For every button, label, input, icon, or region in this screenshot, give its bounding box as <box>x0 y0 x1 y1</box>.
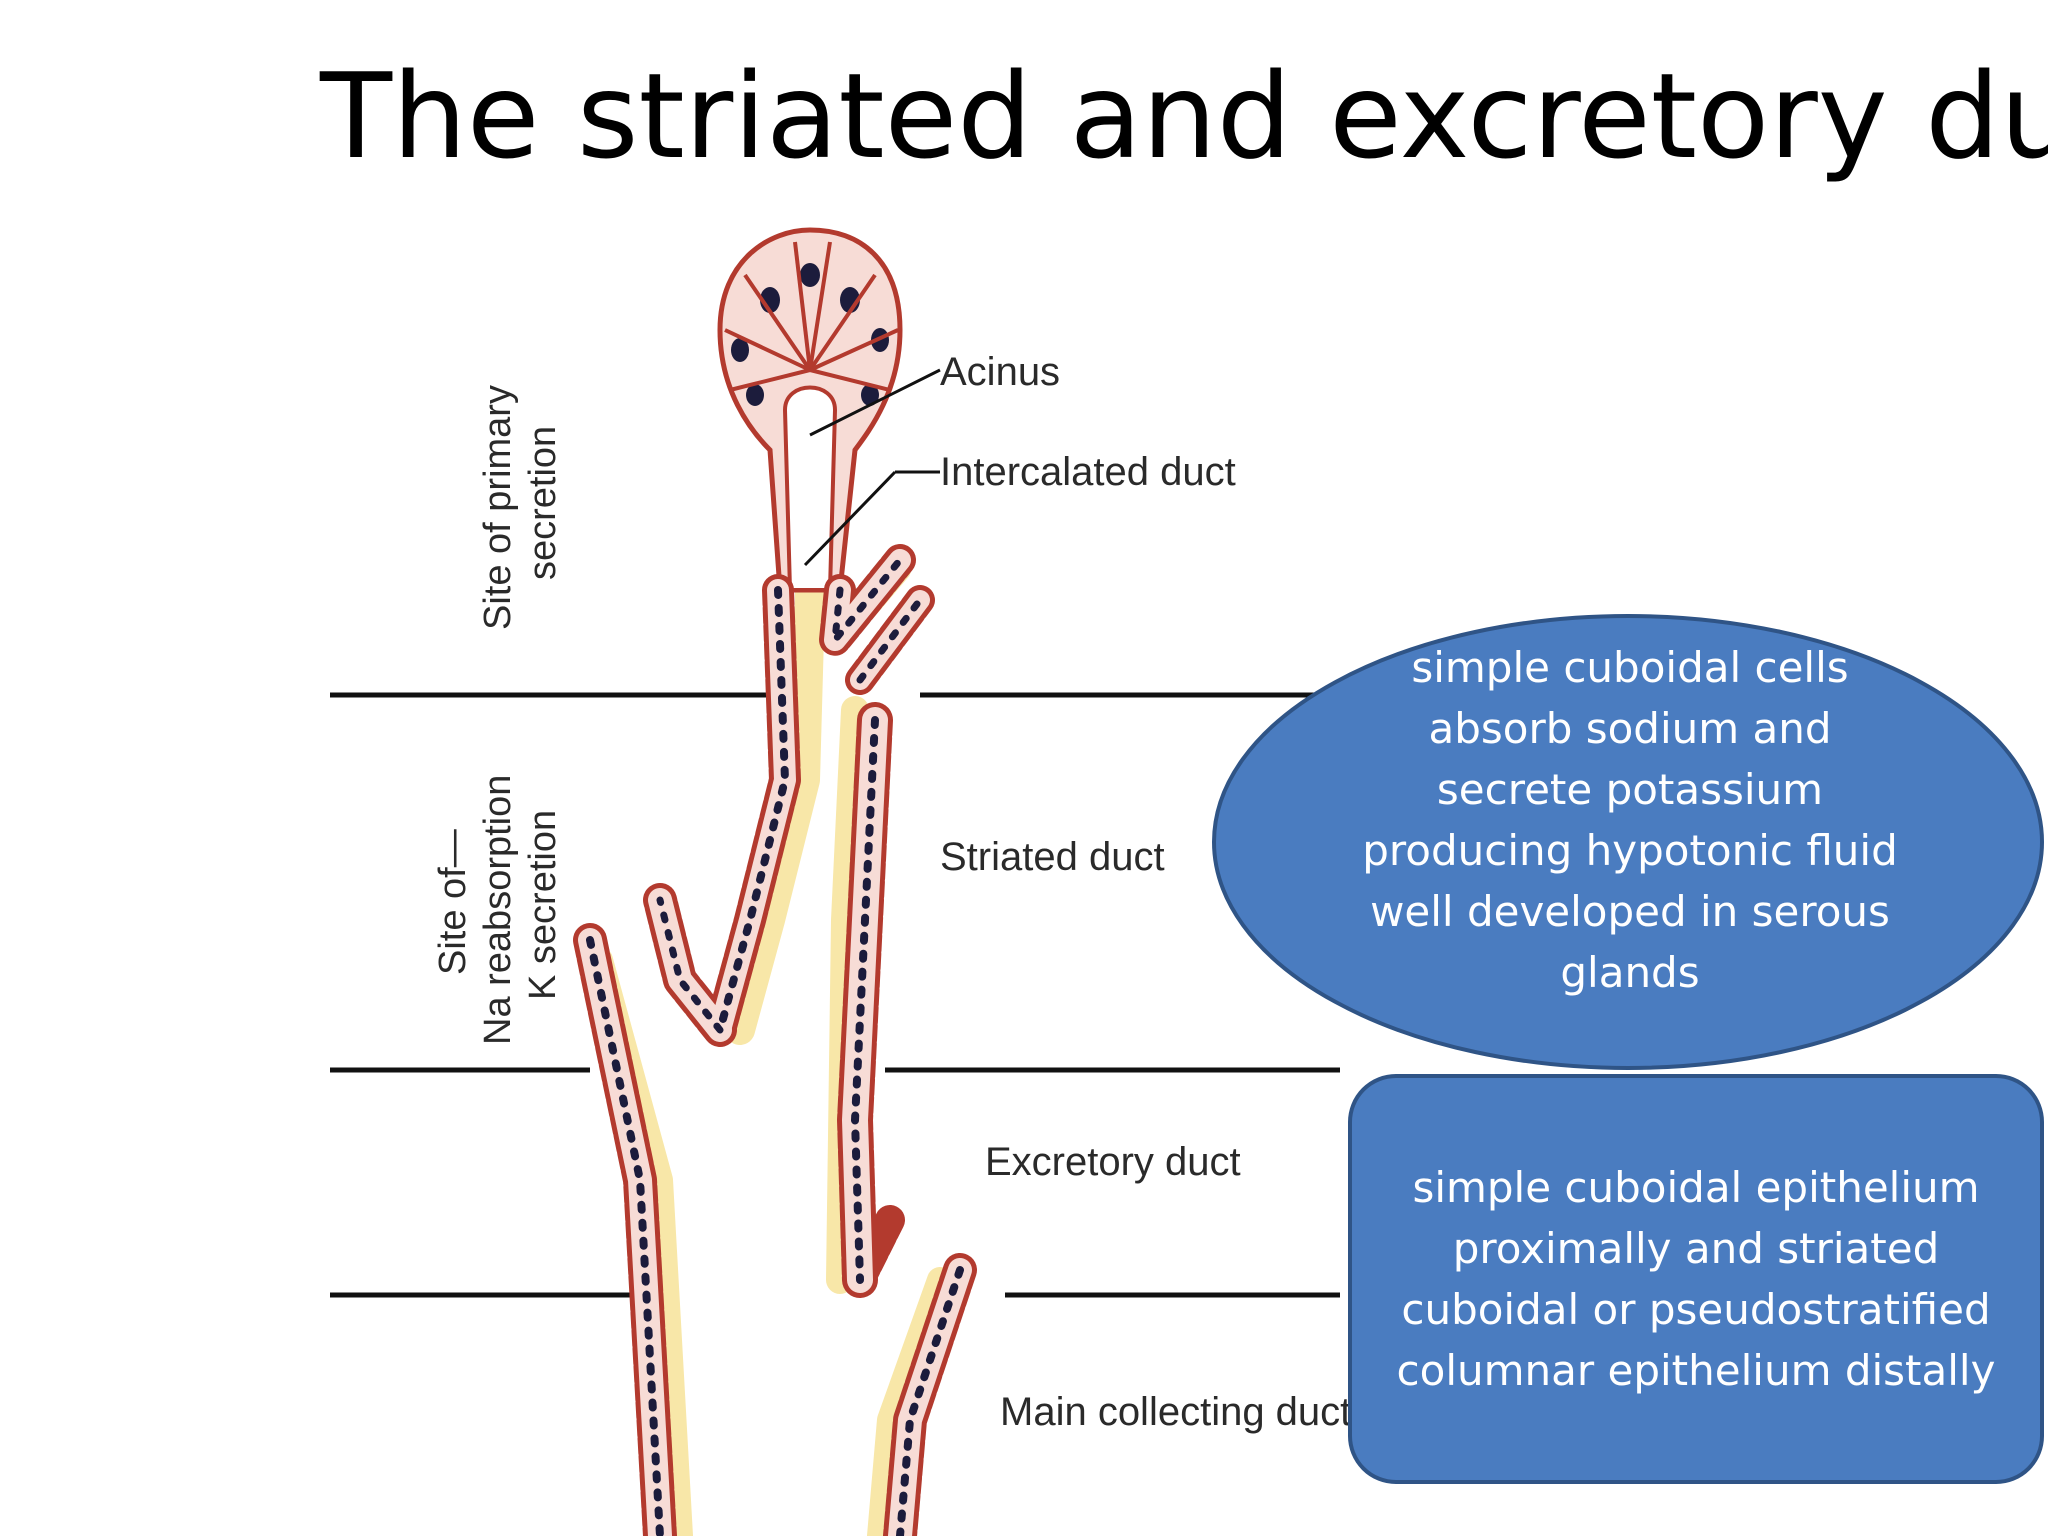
side-primary-line1: Site of primary <box>477 385 519 630</box>
label-main-collecting-duct: Main collecting duct <box>1000 1390 1351 1434</box>
leader-lines <box>803 368 941 567</box>
box-line: simple cuboidal epithelium <box>1412 1163 1980 1212</box>
side-na-line3: K secretion <box>522 810 564 1000</box>
acinus-leader <box>809 368 941 437</box>
callout-ellipse <box>1212 614 2044 1070</box>
ellipse-line: secrete potassium <box>1436 765 1824 814</box>
ellipse-line: simple cuboidal cells <box>1411 643 1849 692</box>
side-label-primary: Site of primary secretion <box>477 385 564 630</box>
intercalated-leader <box>803 470 897 567</box>
box-line: columnar epithelium distally <box>1396 1346 1996 1395</box>
label-striated-duct: Striated duct <box>940 835 1165 879</box>
label-acinus: Acinus <box>940 350 1060 394</box>
slide-title: The striated and excretory duct <box>320 47 2048 185</box>
box-line: cuboidal or pseudostratified <box>1401 1285 1991 1334</box>
ellipse-line: absorb sodium and <box>1428 704 1832 753</box>
label-excretory-duct: Excretory duct <box>985 1140 1241 1184</box>
ellipse-line: glands <box>1560 948 1700 997</box>
callout-box: simple cuboidal epithelium proximally an… <box>1348 1074 2044 1484</box>
ellipse-line: producing hypotonic fluid <box>1362 826 1898 875</box>
side-primary-line2: secretion <box>522 426 564 580</box>
salivary-duct-diagram: Acinus Intercalated duct Striated duct E… <box>330 227 1351 1536</box>
duct-nuclei <box>586 556 964 1536</box>
section-dividers <box>330 692 1340 1298</box>
side-na-line1: Site of— <box>432 829 474 975</box>
ellipse-text: simple cuboidal cells absorb sodium and … <box>1300 630 1960 1010</box>
acinus-structure <box>717 227 903 593</box>
side-na-line2: Na reabsorption <box>477 775 519 1045</box>
side-label-na: Site of— Na reabsorption K secretion <box>432 775 564 1045</box>
box-line: proximally and striated <box>1452 1224 1940 1273</box>
ellipse-line: well developed in serous <box>1370 887 1890 936</box>
acinus-lumen <box>782 385 838 592</box>
label-intercalated-duct: Intercalated duct <box>940 450 1236 494</box>
acinus-cell-walls <box>724 241 899 392</box>
acinus-nuclei <box>731 263 889 406</box>
